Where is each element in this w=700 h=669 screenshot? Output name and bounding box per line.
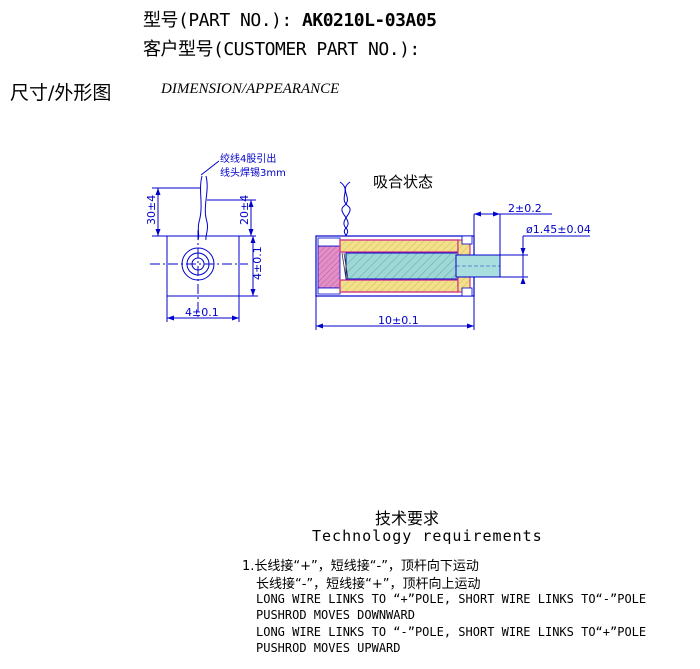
section-arrows xyxy=(316,211,526,329)
customer-part-number: 客户型号(CUSTOMER PART NO.): xyxy=(143,39,420,60)
section-dims xyxy=(315,213,590,330)
spring-2 xyxy=(343,252,349,280)
requirements-title-cn: 技术要求 xyxy=(375,509,440,528)
end-cap-top xyxy=(317,237,341,247)
requirements-title-en: Technology requirements xyxy=(312,527,543,545)
dim-side-stroke: 2±0.2 xyxy=(508,202,542,215)
wire-note-line2: 线头焊锡3mm xyxy=(220,166,286,179)
front-arrows xyxy=(155,188,256,321)
dim-front-wire-len2: 20±4 xyxy=(238,195,251,225)
dim-side-length: 10±0.1 xyxy=(378,314,419,327)
coil-top xyxy=(339,239,459,253)
section-title-en: DIMENSION/APPEARANCE xyxy=(161,81,340,97)
part-number-label: 型号(PART NO.): xyxy=(143,10,303,31)
requirement-line-2: 长线接“-”，短线接“+”，顶杆向上运动 xyxy=(256,577,481,592)
wire-note-line1: 绞线4股引出 xyxy=(220,152,276,165)
part-number-value: AK0210L-03A05 xyxy=(302,10,437,31)
state-label: 吸合状态 xyxy=(373,173,433,191)
wire-note-leader xyxy=(200,160,220,176)
stud-bottom xyxy=(461,287,473,297)
front-body-outline xyxy=(166,235,240,297)
stud-top xyxy=(461,235,473,245)
requirement-line-3: LONG WIRE LINKS TO “+”POLE, SHORT WIRE L… xyxy=(256,592,647,606)
requirement-line-6: PUSHROD MOVES UPWARD xyxy=(256,641,401,655)
requirement-line-4: PUSHROD MOVES DOWNWARD xyxy=(256,608,415,622)
end-cap-bottom xyxy=(317,287,341,295)
spring-1 xyxy=(341,252,347,280)
front-view xyxy=(150,160,258,322)
dim-front-width: 4±0.1 xyxy=(185,306,219,319)
wire-2 xyxy=(204,175,209,241)
side-wire-2 xyxy=(341,181,351,241)
wire-1 xyxy=(197,175,203,241)
requirement-line-5: LONG WIRE LINKS TO “-”POLE, SHORT WIRE L… xyxy=(256,625,647,639)
requirement-line-1: 1.长线接“+”，短线接“-”，顶杆向下运动 xyxy=(242,559,479,574)
coil-bottom xyxy=(339,279,459,293)
section-title-cn: 尺寸/外形图 xyxy=(10,82,112,104)
dim-front-height: 4±0.1 xyxy=(251,246,264,280)
end-cap xyxy=(317,245,341,289)
section-view xyxy=(315,181,501,297)
dim-side-rod-dia: ø1.45±0.04 xyxy=(526,223,591,236)
dim-front-wire-len: 30±4 xyxy=(145,195,158,225)
part-number-row: 型号(PART NO.): AK0210L-03A05 xyxy=(143,6,437,32)
plunger-core xyxy=(345,252,459,280)
